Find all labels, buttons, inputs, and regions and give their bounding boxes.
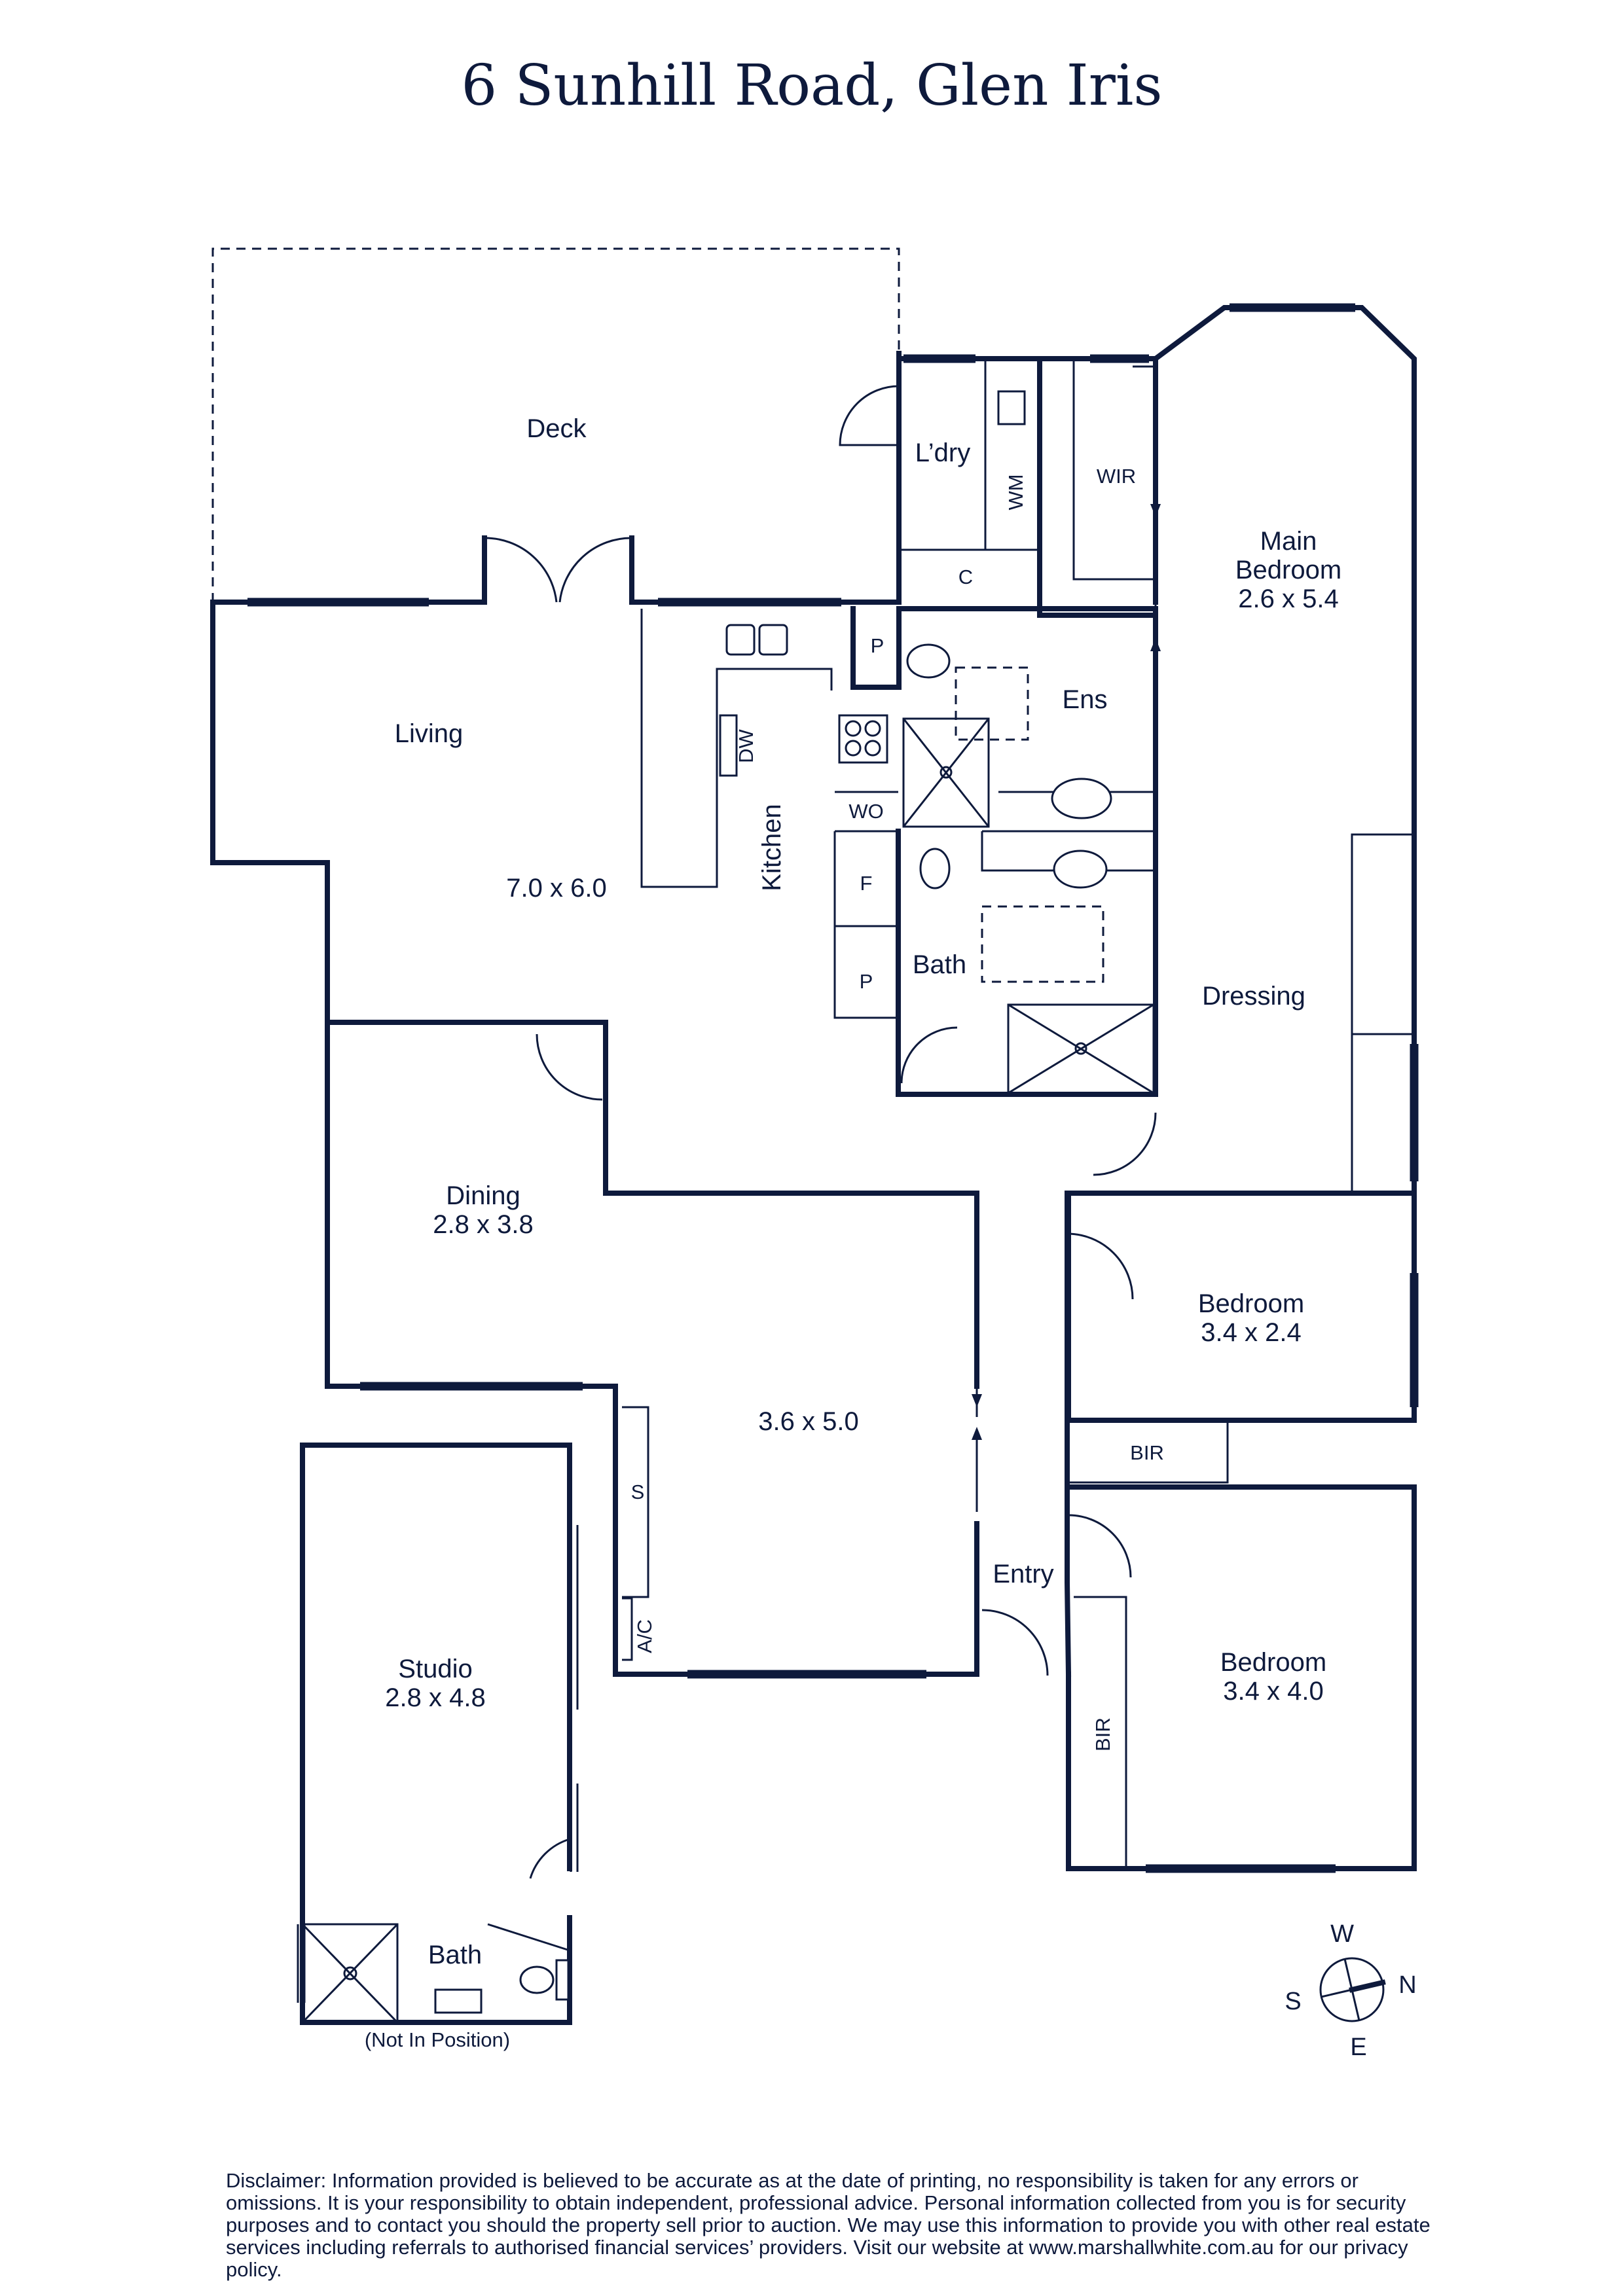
- label-bedroom-3: Bedroom: [1220, 1648, 1326, 1677]
- compass-s: S: [1285, 1988, 1301, 2015]
- disclaimer: Disclaimer: Information provided is beli…: [226, 2169, 1431, 2281]
- label-family-size: 3.6 x 5.0: [758, 1407, 858, 1436]
- room-labels: Deck L’dry WM C WIR Main Bedroom 2.6 x 5…: [365, 414, 1341, 2051]
- exterior-walls: [210, 305, 1417, 1871]
- compass-north-needle: [1349, 1979, 1386, 1993]
- label-living-size: 7.0 x 6.0: [506, 874, 606, 903]
- compass: W N S E: [1285, 1920, 1416, 2061]
- compass-n: N: [1398, 1971, 1416, 1999]
- studio-building: [300, 1443, 572, 2025]
- deck-outline: [211, 247, 900, 602]
- label-pantry-bottom: P: [860, 970, 873, 993]
- label-deck: Deck: [526, 414, 587, 443]
- label-bedroom-2-size: 3.4 x 2.4: [1201, 1318, 1301, 1347]
- label-dw: DW: [735, 728, 757, 762]
- label-bedroom-3-size: 3.4 x 4.0: [1223, 1677, 1323, 1706]
- label-dining: Dining: [446, 1181, 520, 1210]
- label-pantry-top: P: [871, 634, 884, 657]
- label-ac: A/C: [633, 1619, 656, 1653]
- interior-partitions: [622, 359, 1414, 1869]
- label-living: Living: [395, 719, 464, 748]
- label-bir-side: BIR: [1091, 1717, 1114, 1751]
- label-f: F: [860, 872, 873, 895]
- label-main-bedroom-size: 2.6 x 5.4: [1238, 584, 1338, 613]
- label-main-bedroom-2: Bedroom: [1235, 556, 1341, 584]
- label-studio-bath: Bath: [428, 1941, 482, 1969]
- compass-w: W: [1330, 1920, 1354, 1948]
- label-wo: WO: [848, 800, 883, 823]
- label-laundry: L’dry: [915, 439, 971, 467]
- label-studio-size: 2.8 x 4.8: [385, 1683, 485, 1712]
- label-not-in-position: (Not In Position): [365, 2028, 510, 2051]
- opening-markers: [972, 504, 1161, 1512]
- label-wir: WIR: [1097, 465, 1136, 488]
- compass-ring: [1319, 1957, 1385, 2022]
- label-entry: Entry: [993, 1560, 1053, 1588]
- label-bedroom-2: Bedroom: [1198, 1289, 1304, 1318]
- label-kitchen: Kitchen: [757, 804, 786, 891]
- label-bath: Bath: [913, 950, 966, 979]
- plan-title: 6 Sunhill Road, Glen Iris: [461, 53, 1162, 118]
- label-dining-size: 2.8 x 3.8: [433, 1210, 533, 1239]
- label-studio: Studio: [398, 1655, 472, 1683]
- compass-axis-s: [1321, 1988, 1353, 1998]
- label-wm: WM: [1004, 474, 1027, 510]
- label-bir-top: BIR: [1130, 1441, 1164, 1464]
- label-c: C: [958, 565, 973, 588]
- doors: [484, 385, 1157, 1879]
- label-dressing: Dressing: [1202, 982, 1305, 1011]
- label-main-bedroom-1: Main: [1260, 527, 1317, 556]
- label-ensuite: Ens: [1063, 685, 1108, 714]
- compass-e: E: [1350, 2034, 1366, 2061]
- label-s: S: [631, 1480, 645, 1503]
